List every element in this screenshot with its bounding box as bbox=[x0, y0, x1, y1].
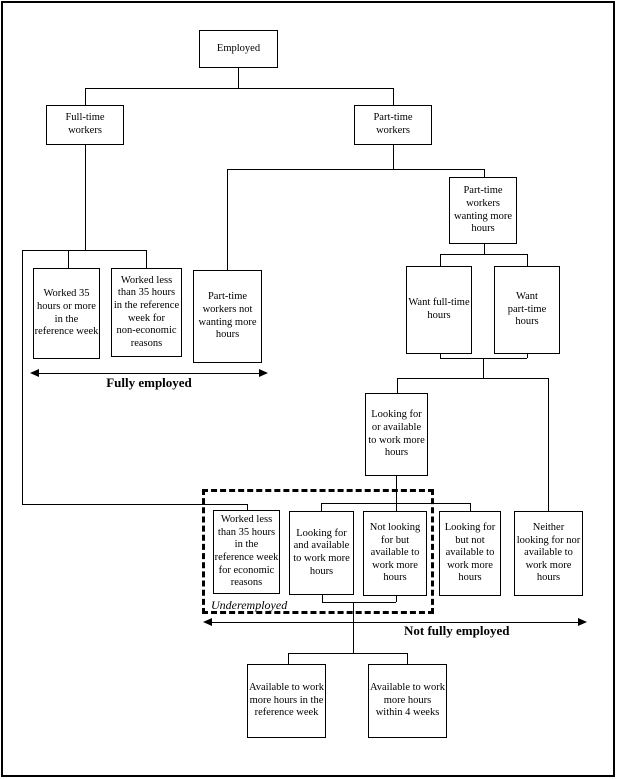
not-fully-employed-arrow bbox=[209, 622, 580, 623]
connector bbox=[68, 250, 69, 268]
node-not-looking-but-available: Not looking for but available to work mo… bbox=[363, 511, 427, 596]
connector bbox=[484, 169, 485, 177]
node-want-part-time: Want part-time hours bbox=[494, 266, 560, 354]
connector bbox=[321, 503, 470, 504]
arrowhead-right-icon bbox=[259, 369, 268, 377]
connector bbox=[440, 254, 527, 255]
connector bbox=[353, 602, 354, 653]
node-neither-looking-nor-available: Neither looking for nor available to wor… bbox=[514, 511, 583, 596]
connector bbox=[22, 250, 23, 504]
connector bbox=[321, 503, 322, 511]
connector bbox=[440, 354, 441, 358]
node-want-full-time: Want full-time hours bbox=[406, 266, 472, 354]
connector bbox=[393, 145, 394, 169]
connector bbox=[22, 250, 146, 251]
node-employed: Employed bbox=[199, 30, 278, 68]
connector bbox=[548, 378, 549, 511]
connector bbox=[85, 88, 393, 89]
node-part-time-wanting-more: Part-time workers wanting more hours bbox=[449, 177, 517, 244]
connector bbox=[407, 653, 408, 664]
node-full-time-workers: Full-time workers bbox=[46, 105, 124, 145]
not-fully-employed-label: Not fully employed bbox=[404, 623, 510, 638]
connector bbox=[396, 476, 397, 511]
arrowhead-left-icon bbox=[203, 618, 212, 626]
connector bbox=[440, 254, 441, 266]
connector bbox=[322, 602, 396, 603]
connector bbox=[527, 254, 528, 266]
node-available-reference-week: Available to work more hours in the refe… bbox=[247, 664, 326, 738]
connector bbox=[238, 68, 239, 88]
connector bbox=[288, 653, 407, 654]
connector bbox=[393, 88, 394, 105]
connector bbox=[22, 504, 247, 505]
connector bbox=[527, 354, 528, 358]
arrowhead-left-icon bbox=[30, 369, 39, 377]
node-looking-and-available: Looking for and available to work more h… bbox=[289, 511, 354, 595]
underemployed-dashed-box bbox=[202, 489, 434, 614]
connector bbox=[483, 358, 484, 378]
node-worked-less-economic: Worked less than 35 hours in the referen… bbox=[213, 510, 280, 594]
underemployed-label: Underemployed bbox=[211, 598, 288, 612]
node-worked-35-or-more: Worked 35 hours or more in the reference… bbox=[33, 268, 100, 359]
arrowhead-right-icon bbox=[578, 618, 587, 626]
connector bbox=[322, 595, 323, 602]
connector bbox=[396, 596, 397, 602]
connector bbox=[227, 169, 228, 270]
fully-employed-arrow bbox=[36, 373, 262, 374]
connector bbox=[85, 88, 86, 105]
connector bbox=[288, 653, 289, 664]
node-available-4-weeks: Available to work more hours within 4 we… bbox=[368, 664, 447, 738]
node-worked-less-non-economic: Worked less than 35 hours in the referen… bbox=[111, 268, 182, 357]
connector bbox=[397, 378, 398, 393]
connector bbox=[397, 378, 548, 379]
connector bbox=[484, 244, 485, 254]
node-part-time-workers: Part-time workers bbox=[354, 105, 432, 145]
connector bbox=[470, 503, 471, 511]
node-part-time-not-wanting: Part-time workers not wanting more hours bbox=[193, 270, 262, 363]
node-looking-not-available: Looking for but not available to work mo… bbox=[439, 511, 501, 596]
connector bbox=[146, 250, 147, 268]
connector bbox=[85, 145, 86, 250]
fully-employed-label: Fully employed bbox=[106, 375, 192, 390]
connector bbox=[247, 504, 248, 510]
connector bbox=[227, 169, 484, 170]
node-looking-or-available: Looking for or available to work more ho… bbox=[365, 393, 428, 476]
